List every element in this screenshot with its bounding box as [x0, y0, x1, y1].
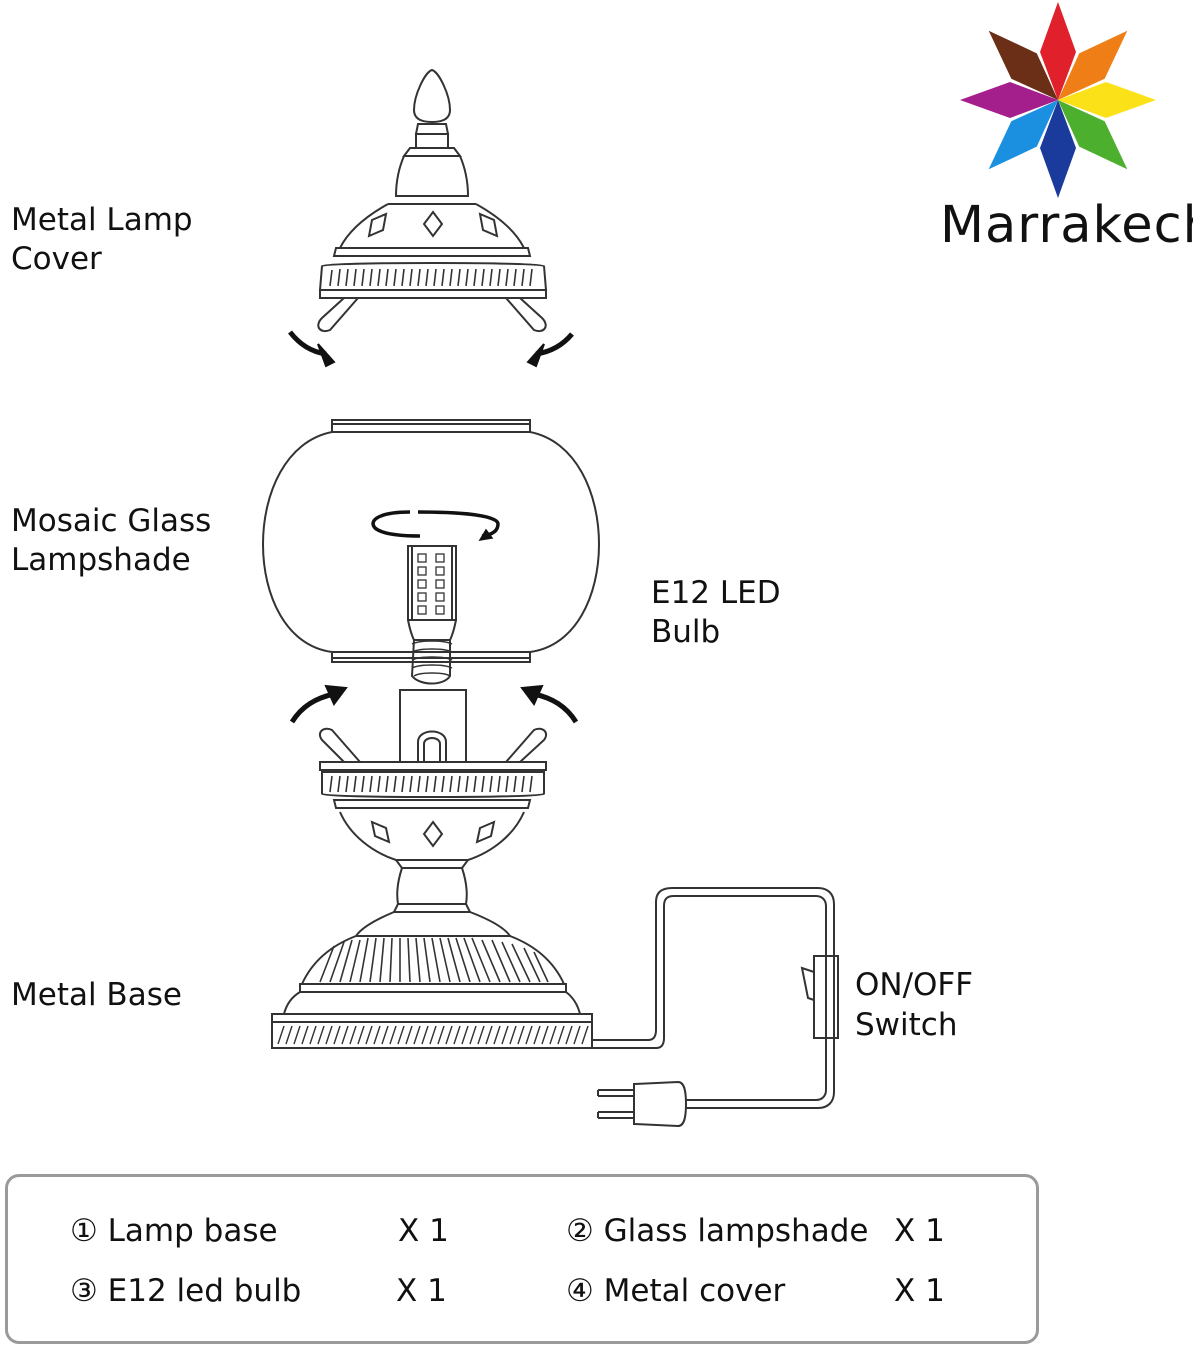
- e12-led-bulb-label: E12 LED Bulb: [651, 574, 781, 652]
- brand-name: Marrakech: [940, 196, 1193, 255]
- metal-base-label: Metal Base: [11, 976, 182, 1015]
- part-glass-lampshade-qty: X 1: [894, 1213, 945, 1249]
- label-line: Lampshade: [11, 542, 191, 578]
- label-line: Mosaic Glass: [11, 503, 212, 539]
- label-line: Bulb: [651, 614, 721, 650]
- logo-petal: [988, 30, 1058, 100]
- label-line: ON/OFF: [855, 967, 974, 1003]
- label-line: Switch: [855, 1007, 958, 1043]
- logo-petal: [1058, 30, 1128, 100]
- part-glass-lampshade: ② Glass lampshade: [566, 1213, 869, 1249]
- rotate-arrows-top: [288, 330, 574, 368]
- package-contents-box: ① Lamp base X 1 ② Glass lampshade X 1 ③ …: [5, 1174, 1039, 1344]
- mosaic-glass-lampshade-label: Mosaic Glass Lampshade: [11, 502, 211, 580]
- rotate-arrow-bulb: [371, 510, 500, 542]
- part-lamp-base-qty: X 1: [398, 1213, 449, 1249]
- led-bulb-drawing: [407, 545, 457, 685]
- label-line: Metal Lamp: [11, 202, 193, 238]
- metal-base-drawing: [271, 689, 593, 1049]
- logo-petal: [1058, 100, 1128, 170]
- logo-petal: [1040, 2, 1076, 100]
- logo-petal: [988, 100, 1058, 170]
- label-line: E12 LED: [651, 575, 781, 611]
- metal-cover-drawing: [317, 68, 548, 332]
- label-line: Cover: [11, 241, 102, 277]
- glass-lampshade-drawing: [262, 419, 600, 663]
- on-off-switch-label: ON/OFF Switch: [855, 965, 973, 1045]
- part-e12-led-bulb-qty: X 1: [396, 1273, 447, 1309]
- logo-petal: [1040, 100, 1076, 198]
- part-e12-led-bulb: ③ E12 led bulb: [70, 1273, 302, 1309]
- power-cord-drawing: [592, 887, 839, 1128]
- lamp-assembly-diagram: [262, 68, 839, 1128]
- metal-lamp-cover-label: Metal Lamp Cover: [11, 201, 193, 279]
- switch-body: [813, 955, 839, 1039]
- label-line: Metal Base: [11, 977, 182, 1013]
- logo-petal: [1058, 82, 1156, 118]
- part-lamp-base: ① Lamp base: [70, 1213, 278, 1249]
- part-metal-cover: ④ Metal cover: [566, 1273, 786, 1309]
- part-metal-cover-qty: X 1: [894, 1273, 945, 1309]
- marrakech-logo-icon: [960, 2, 1156, 198]
- rotate-arrows-middle: [289, 684, 579, 724]
- logo-petal: [960, 82, 1058, 118]
